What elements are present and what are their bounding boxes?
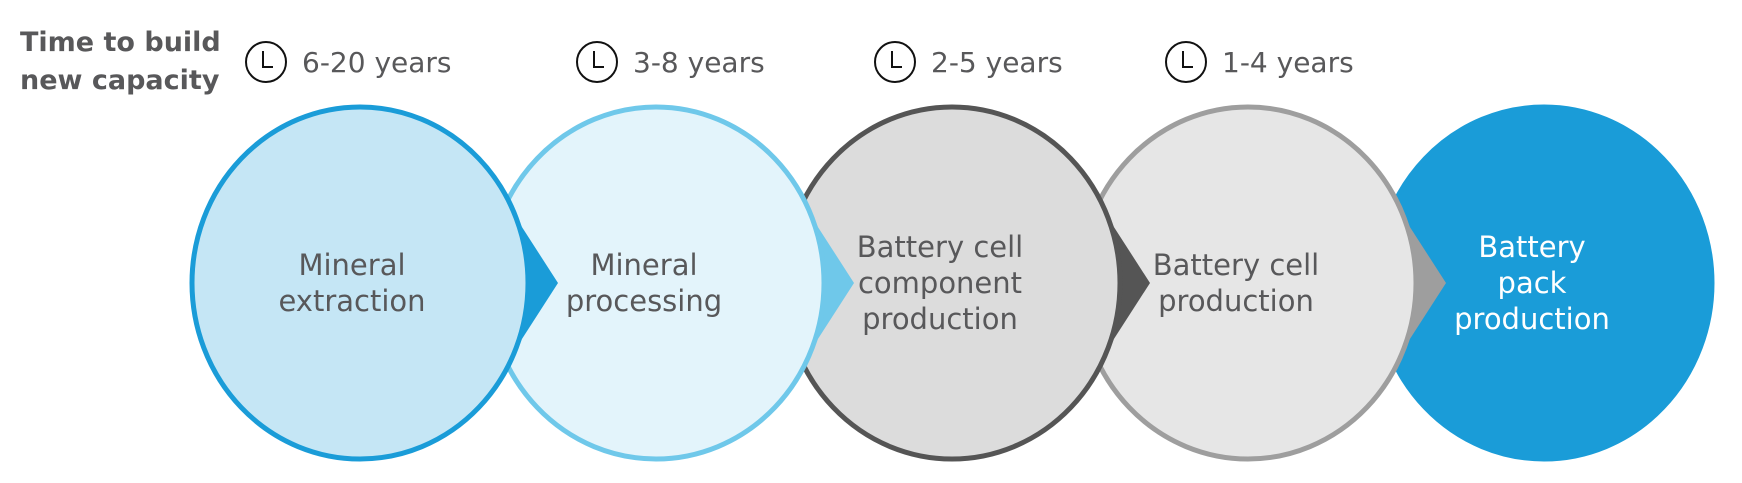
stage-label-line: Battery [1478,230,1585,264]
clock-icon [245,41,287,83]
stage-label-line: Mineral [298,248,405,282]
stage-label-line: Battery cell [857,230,1023,264]
time-label: 2-5 years [873,40,1063,84]
heading-line-1: Time to build [20,27,221,58]
time-label: 1-4 years [1164,40,1354,84]
time-value: 1-4 years [1222,45,1354,79]
stage-label-line: extraction [278,284,425,318]
time-label: 3-8 years [575,40,765,84]
clock-icon [874,41,916,83]
time-value: 6-20 years [302,45,452,79]
stage-label-line: processing [566,284,722,318]
time-value: 2-5 years [931,45,1063,79]
stage-label-line: production [1158,284,1314,318]
heading-line-2: new capacity [20,65,220,96]
stage-label-line: production [862,302,1018,336]
time-to-build-heading: Time to build new capacity [20,24,221,100]
stage-label-line: pack [1498,266,1567,300]
clock-icon [576,41,618,83]
stage-label-line: Mineral [590,248,697,282]
stage-label-line: Battery cell [1153,248,1319,282]
time-value: 3-8 years [633,45,765,79]
clock-icon [1165,41,1207,83]
stage-label-line: component [858,266,1022,300]
time-label: 6-20 years [244,40,452,84]
stage-label-line: production [1454,302,1610,336]
stage-circle [189,104,531,462]
